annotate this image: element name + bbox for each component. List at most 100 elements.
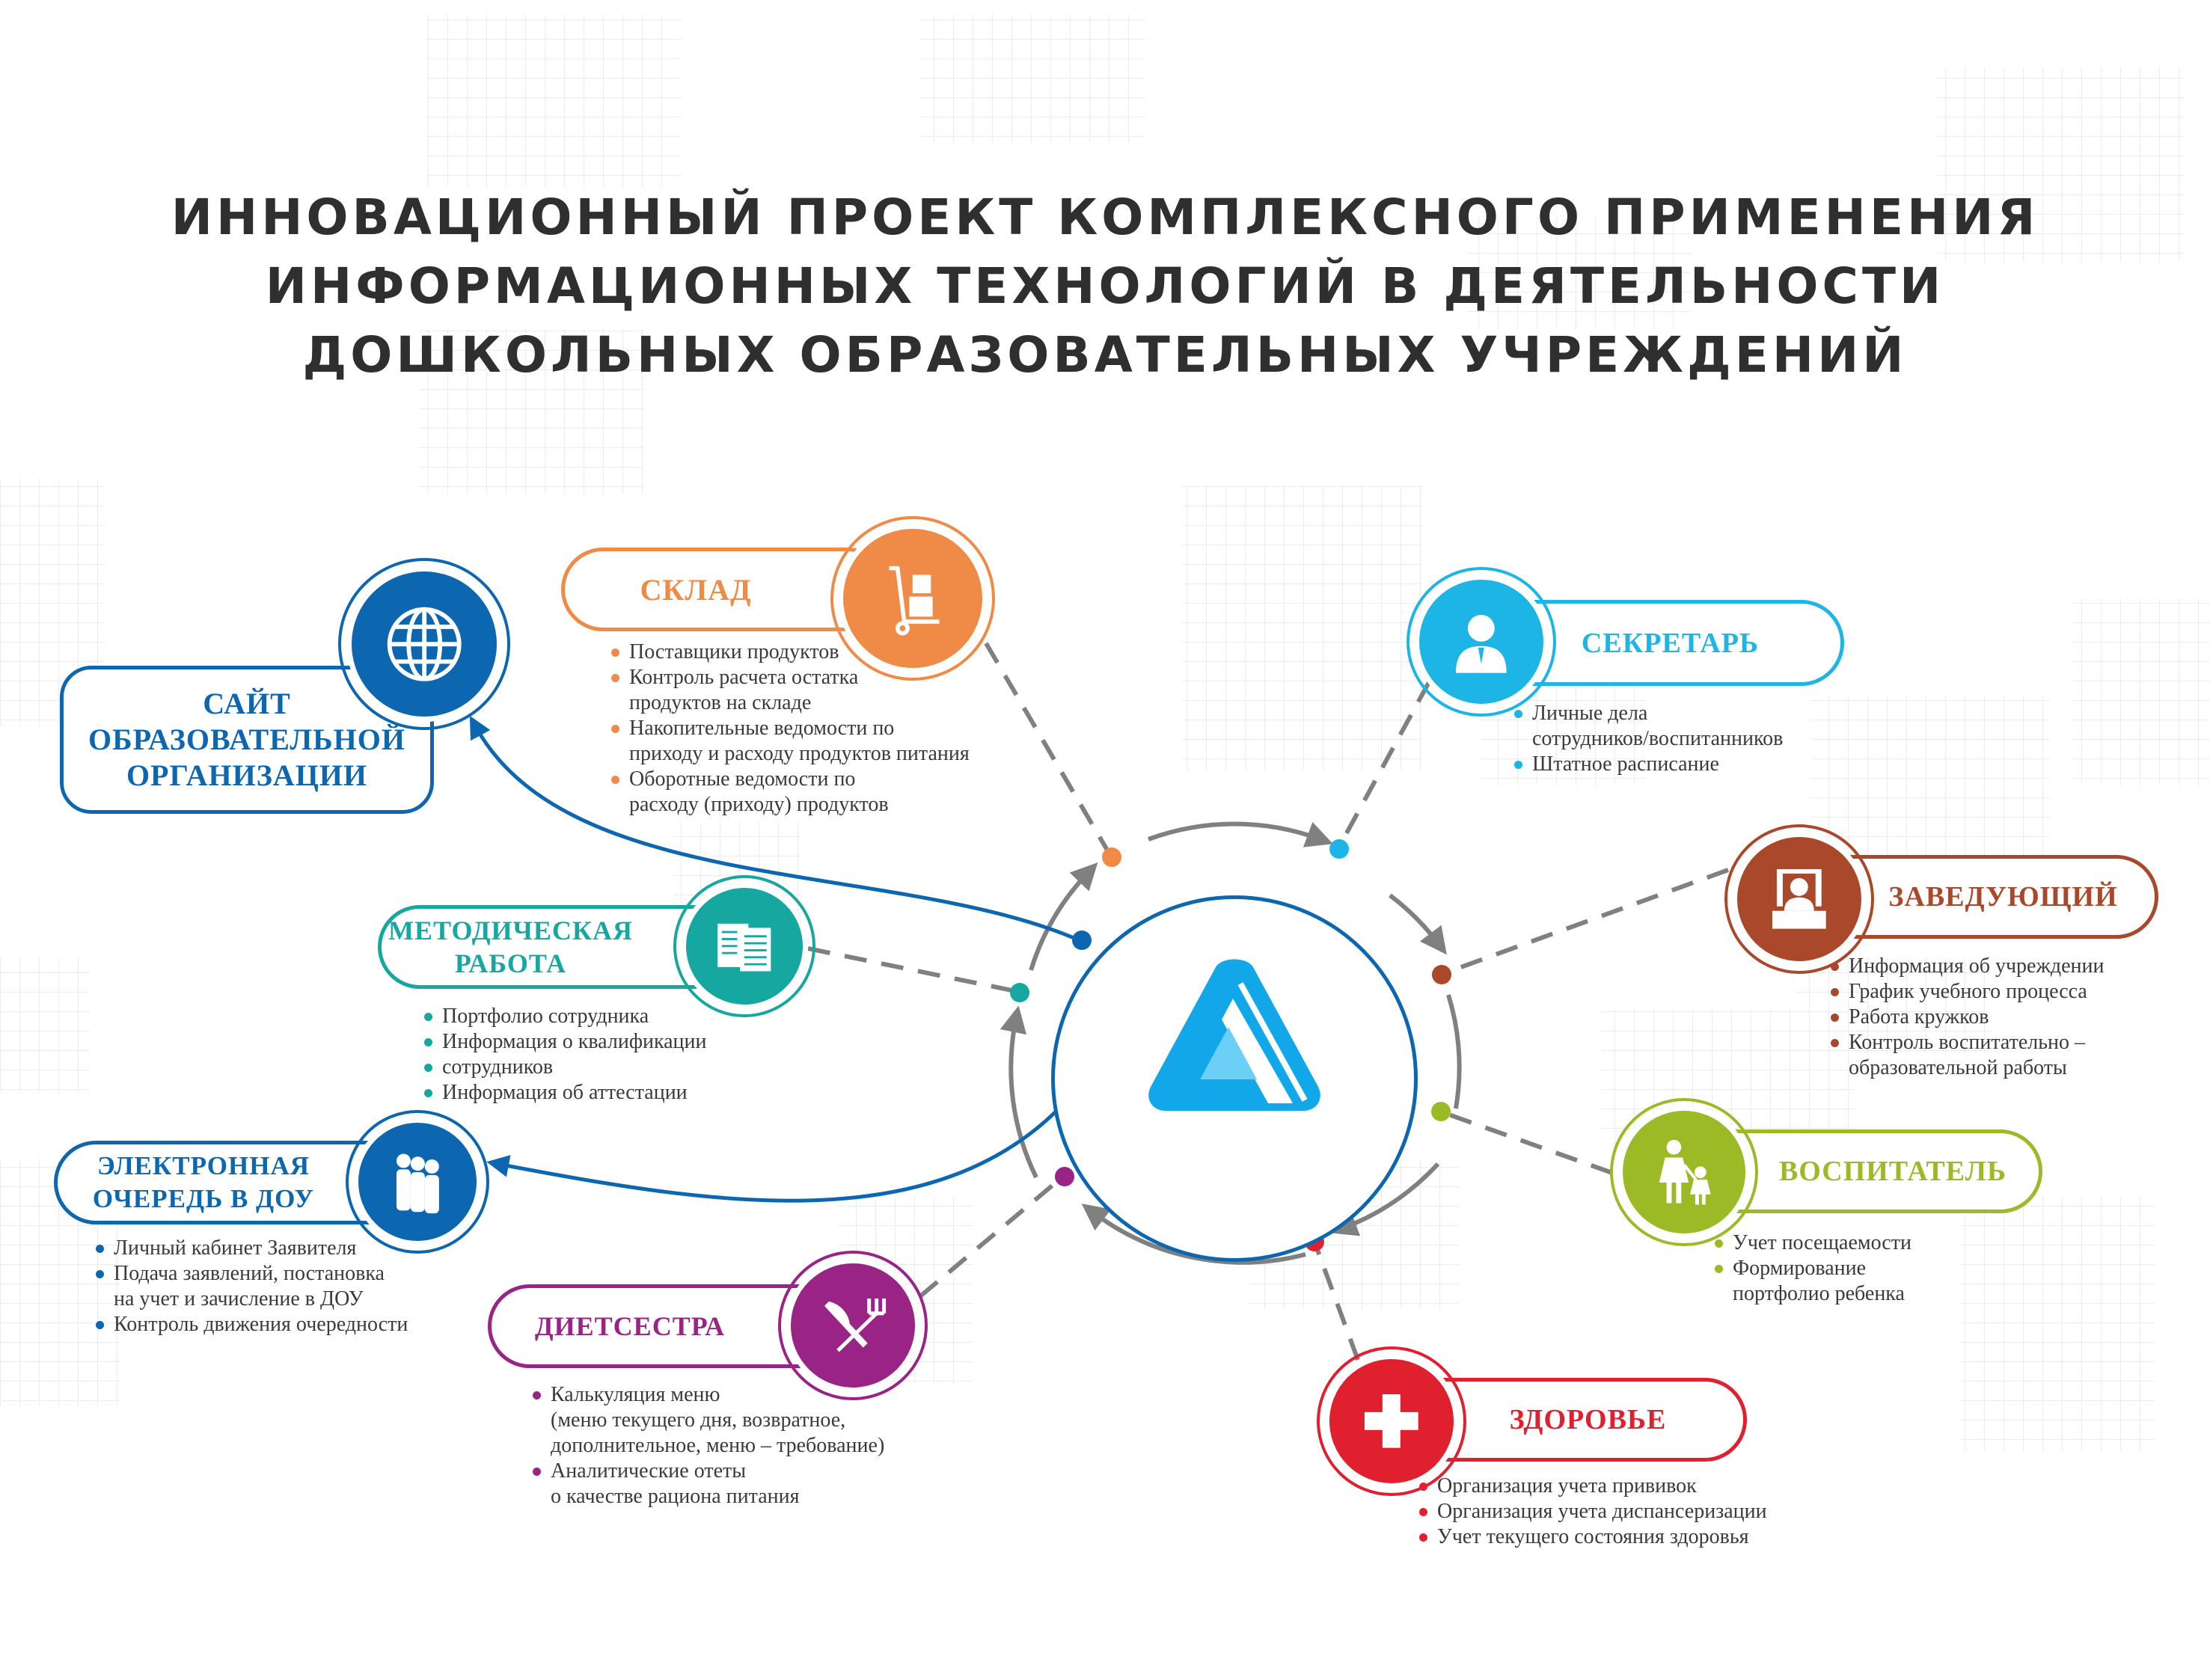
sklad-bullets: Поставщики продуктов Контроль расчета ос… bbox=[610, 640, 970, 818]
bullet-item: Штатное расписание bbox=[1513, 752, 1783, 777]
arc-left bbox=[1000, 1005, 1038, 1179]
bullet-item: образовательной работы bbox=[1849, 1056, 2067, 1079]
arc-right bbox=[1446, 994, 1462, 1109]
knife-fork-icon bbox=[824, 1299, 887, 1352]
bullet-item: о качестве рациона питания bbox=[551, 1485, 800, 1508]
site-icon-circle bbox=[346, 566, 502, 722]
dashed-connectors bbox=[807, 642, 1730, 1361]
bullet-item: Калькуляция меню bbox=[531, 1382, 884, 1408]
bullet-item: Организация учета прививок bbox=[1418, 1474, 1767, 1499]
medical-cross-icon bbox=[1365, 1394, 1418, 1448]
bullet-item: Контроль расчета остатка bbox=[610, 665, 970, 690]
node-dot-sekretar bbox=[1329, 839, 1349, 859]
sekretar-icon-circle bbox=[1414, 574, 1549, 709]
bullet-item: Аналитические отеты bbox=[531, 1459, 884, 1484]
dash-zaveduyushchiy bbox=[1441, 868, 1730, 976]
arc-left-top bbox=[1029, 862, 1098, 971]
sekretar-bullets: Личные дела сотрудников/воспитанников Шт… bbox=[1513, 701, 1783, 777]
teacher-child-icon bbox=[1659, 1139, 1711, 1205]
bullet-item: на учет и зачисление в ДОУ bbox=[114, 1287, 364, 1310]
director-desk-icon bbox=[1772, 869, 1826, 929]
ochered-icon-ring bbox=[346, 1110, 489, 1254]
module-metodicheskaya-title-1: МЕТОДИЧЕСКАЯ bbox=[388, 916, 634, 945]
bullet-item: приходу и расходу продуктов питания bbox=[629, 742, 970, 765]
bullet-item: сотрудников/воспитанников bbox=[1532, 727, 1784, 750]
blue-arrows bbox=[469, 715, 1083, 1203]
cycle-arrows bbox=[1000, 821, 1462, 1265]
node-dot-metodicheskaya bbox=[1010, 983, 1029, 1002]
module-metodicheskaya-title-2: РАБОТА bbox=[454, 948, 567, 978]
module-zdorovye-title: ЗДОРОВЬЕ bbox=[1509, 1404, 1667, 1435]
bullet-item: Накопительные ведомости по bbox=[610, 716, 970, 741]
vospitatel-icon-circle bbox=[1617, 1106, 1751, 1239]
bullet-item: расходу (приходу) продуктов bbox=[629, 793, 889, 816]
zdorovye-icon-circle bbox=[1324, 1354, 1459, 1489]
bullet-item: Личный кабинет Заявителя bbox=[94, 1236, 408, 1261]
bullet-item: Контроль движения очередности bbox=[94, 1312, 408, 1337]
bullet-item: Формирование bbox=[1713, 1256, 1911, 1281]
bullet-item: Учет посещаемости bbox=[1713, 1230, 1911, 1256]
bullet-item: Личные дела bbox=[1513, 701, 1783, 726]
module-sekretar-title: СЕКРЕТАРЬ bbox=[1581, 627, 1760, 659]
bullet-item: График учебного процесса bbox=[1829, 979, 2104, 1005]
module-zaveduyushchiy-title: ЗАВЕДУЮЩИЙ bbox=[1888, 881, 2118, 913]
bullet-item: Подача заявлений, постановка bbox=[94, 1261, 408, 1287]
arc-right-top bbox=[1389, 893, 1447, 955]
bullet-item: дополнительное, меню – требование) bbox=[551, 1434, 885, 1457]
zdorovye-icon-ring bbox=[1317, 1346, 1466, 1496]
globe-icon bbox=[387, 607, 462, 681]
bullet-item: Учет текущего состояния здоровья bbox=[1418, 1524, 1767, 1550]
title-line-1: ИННОВАЦИОННЫЙ ПРОЕКТ КОМПЛЕКСНОГО ПРИМЕН… bbox=[171, 188, 2039, 246]
bullet-item: Портфолио сотрудника bbox=[423, 1004, 707, 1029]
arc-right-bottom bbox=[1330, 1162, 1440, 1236]
module-sklad-title: СКЛАД bbox=[640, 572, 752, 607]
module-site-title-2: ОБРАЗОВАТЕЛЬНОЙ bbox=[88, 723, 405, 756]
node-dot-dietsestra bbox=[1055, 1167, 1074, 1186]
module-ochered-title-1: ЭЛЕКТРОННАЯ bbox=[97, 1151, 310, 1180]
module-ochered-title-2: ОЧЕРЕДЬ В ДОУ bbox=[92, 1184, 315, 1213]
module-site-title-1: САЙТ bbox=[203, 687, 291, 720]
dietsestra-icon-circle bbox=[786, 1258, 920, 1393]
arrow-to-ochered bbox=[486, 1100, 1068, 1203]
zdorovye-bullets: Организация учета прививок Организация у… bbox=[1418, 1474, 1767, 1550]
zaveduyushchiy-icon-ring bbox=[1724, 824, 1874, 974]
bullet-item: Работа кружков bbox=[1829, 1005, 2104, 1030]
dash-vospitatel bbox=[1441, 1110, 1614, 1175]
node-dot-zaveduyushchiy bbox=[1432, 965, 1451, 984]
people-queue-icon bbox=[396, 1153, 439, 1213]
bullet-item: сотрудников bbox=[423, 1055, 707, 1080]
bullet-item: портфолио ребенка bbox=[1733, 1282, 1905, 1305]
arrow-to-site bbox=[469, 715, 1083, 943]
vospitatel-bullets: Учет посещаемости Формирование портфолио… bbox=[1713, 1230, 1911, 1307]
arc-top bbox=[1147, 821, 1333, 847]
node-dot-site bbox=[1072, 931, 1092, 950]
module-vospitatel-title: ВОСПИТАТЕЛЬ bbox=[1778, 1156, 2007, 1187]
ochered-icon-circle bbox=[353, 1118, 482, 1246]
dash-metodicheskaya bbox=[807, 946, 1020, 994]
bullet-item: Оборотные ведомости по bbox=[610, 767, 970, 792]
metodicheskaya-bullets: Портфолио сотрудника Информация о квалиф… bbox=[423, 1004, 707, 1106]
documents-icon bbox=[717, 924, 771, 972]
metodicheskaya-icon-circle bbox=[681, 883, 808, 1010]
page-title: ИННОВАЦИОННЫЙ ПРОЕКТ КОМПЛЕКСНОГО ПРИМЕН… bbox=[0, 183, 2210, 390]
title-line-2: ИНФОРМАЦИОННЫХ ТЕХНОЛОГИЙ В ДЕЯТЕЛЬНОСТИ bbox=[265, 257, 1945, 315]
site-icon-ring bbox=[338, 558, 510, 730]
title-line-3: ДОШКОЛЬНЫХ ОБРАЗОВАТЕЛЬНЫХ УЧРЕЖДЕНИЙ bbox=[302, 326, 1908, 384]
bullet-item: Информация об учреждении bbox=[1829, 954, 2104, 979]
logo-triangle-icon bbox=[1148, 959, 1320, 1111]
bullet-item: Информация об аттестации bbox=[423, 1080, 707, 1106]
zaveduyushchiy-bullets: Информация об учреждении График учебного… bbox=[1829, 954, 2104, 1081]
ochered-bullets: Личный кабинет Заявителя Подача заявлени… bbox=[94, 1236, 408, 1337]
sklad-icon-circle bbox=[838, 524, 988, 673]
sklad-icon-ring bbox=[830, 516, 995, 681]
bullet-item: продуктов на складе bbox=[629, 691, 812, 714]
module-site-title-3: ОРГАНИЗАЦИИ bbox=[126, 758, 368, 792]
bullet-item: Информация о квалификации bbox=[423, 1029, 707, 1055]
bullet-item: Контроль воспитательно – bbox=[1829, 1030, 2104, 1055]
bullet-item: Организация учета диспансеризации bbox=[1418, 1499, 1767, 1524]
vospitatel-icon-ring bbox=[1610, 1098, 1758, 1246]
dash-zdorovye bbox=[1312, 1240, 1360, 1361]
dash-dietsestra bbox=[919, 1174, 1065, 1299]
dietsestra-icon-ring bbox=[778, 1251, 928, 1400]
